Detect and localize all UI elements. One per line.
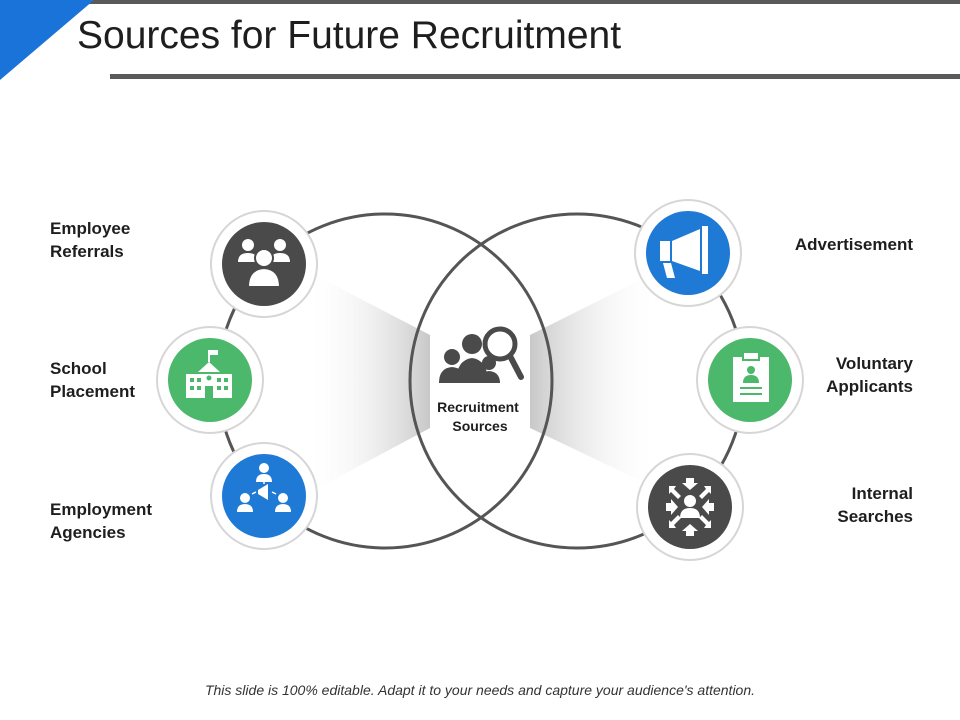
label-line: School: [50, 359, 107, 378]
label-line: Employment: [50, 500, 153, 519]
label-line: Voluntary: [835, 354, 913, 373]
label-line: Referrals: [50, 242, 124, 261]
label-line: Searches: [837, 507, 913, 526]
label-school-placement: School Placement: [50, 357, 135, 403]
internal-searches-node: [636, 453, 744, 561]
person-arrows-icon: [666, 478, 714, 536]
school-building-icon: [186, 350, 232, 398]
team-icon: [238, 239, 290, 288]
top-border: [0, 0, 960, 4]
label-line: Internal: [851, 484, 913, 503]
label-employee-referrals: Employee Referrals: [50, 217, 130, 263]
corner-accent: [0, 0, 94, 80]
label-employment-agencies: Employment Agencies: [50, 498, 152, 544]
label-advertisement: Advertisement: [795, 233, 913, 256]
voluntary-applicants-node: [696, 326, 804, 434]
label-line: Agencies: [50, 523, 126, 542]
title-underline: [110, 74, 960, 79]
megaphone-icon: [660, 226, 708, 278]
center-label-line2: Sources: [452, 418, 507, 434]
employment-agencies-node: [210, 442, 318, 550]
label-line: Placement: [50, 382, 136, 401]
right-light-beam: [530, 270, 660, 490]
advertisement-node: [634, 199, 742, 307]
center-label-line1: Recruitment: [437, 399, 519, 415]
slide-title: Sources for Future Recruitment: [77, 14, 622, 57]
employee-referrals-node: [210, 210, 318, 318]
label-line: Employee: [50, 219, 131, 238]
label-line: Advertisement: [794, 235, 913, 254]
clipboard-resume-icon: [733, 351, 769, 402]
footer-note: This slide is 100% editable. Adapt it to…: [204, 682, 756, 698]
label-line: Applicants: [826, 377, 913, 396]
people-search-icon: [439, 326, 524, 383]
school-placement-node: [156, 326, 264, 434]
network-megaphone-icon: [237, 463, 291, 512]
left-light-beam: [305, 270, 430, 495]
label-internal-searches: Internal Searches: [837, 482, 913, 528]
label-voluntary-applicants: Voluntary Applicants: [826, 352, 913, 398]
